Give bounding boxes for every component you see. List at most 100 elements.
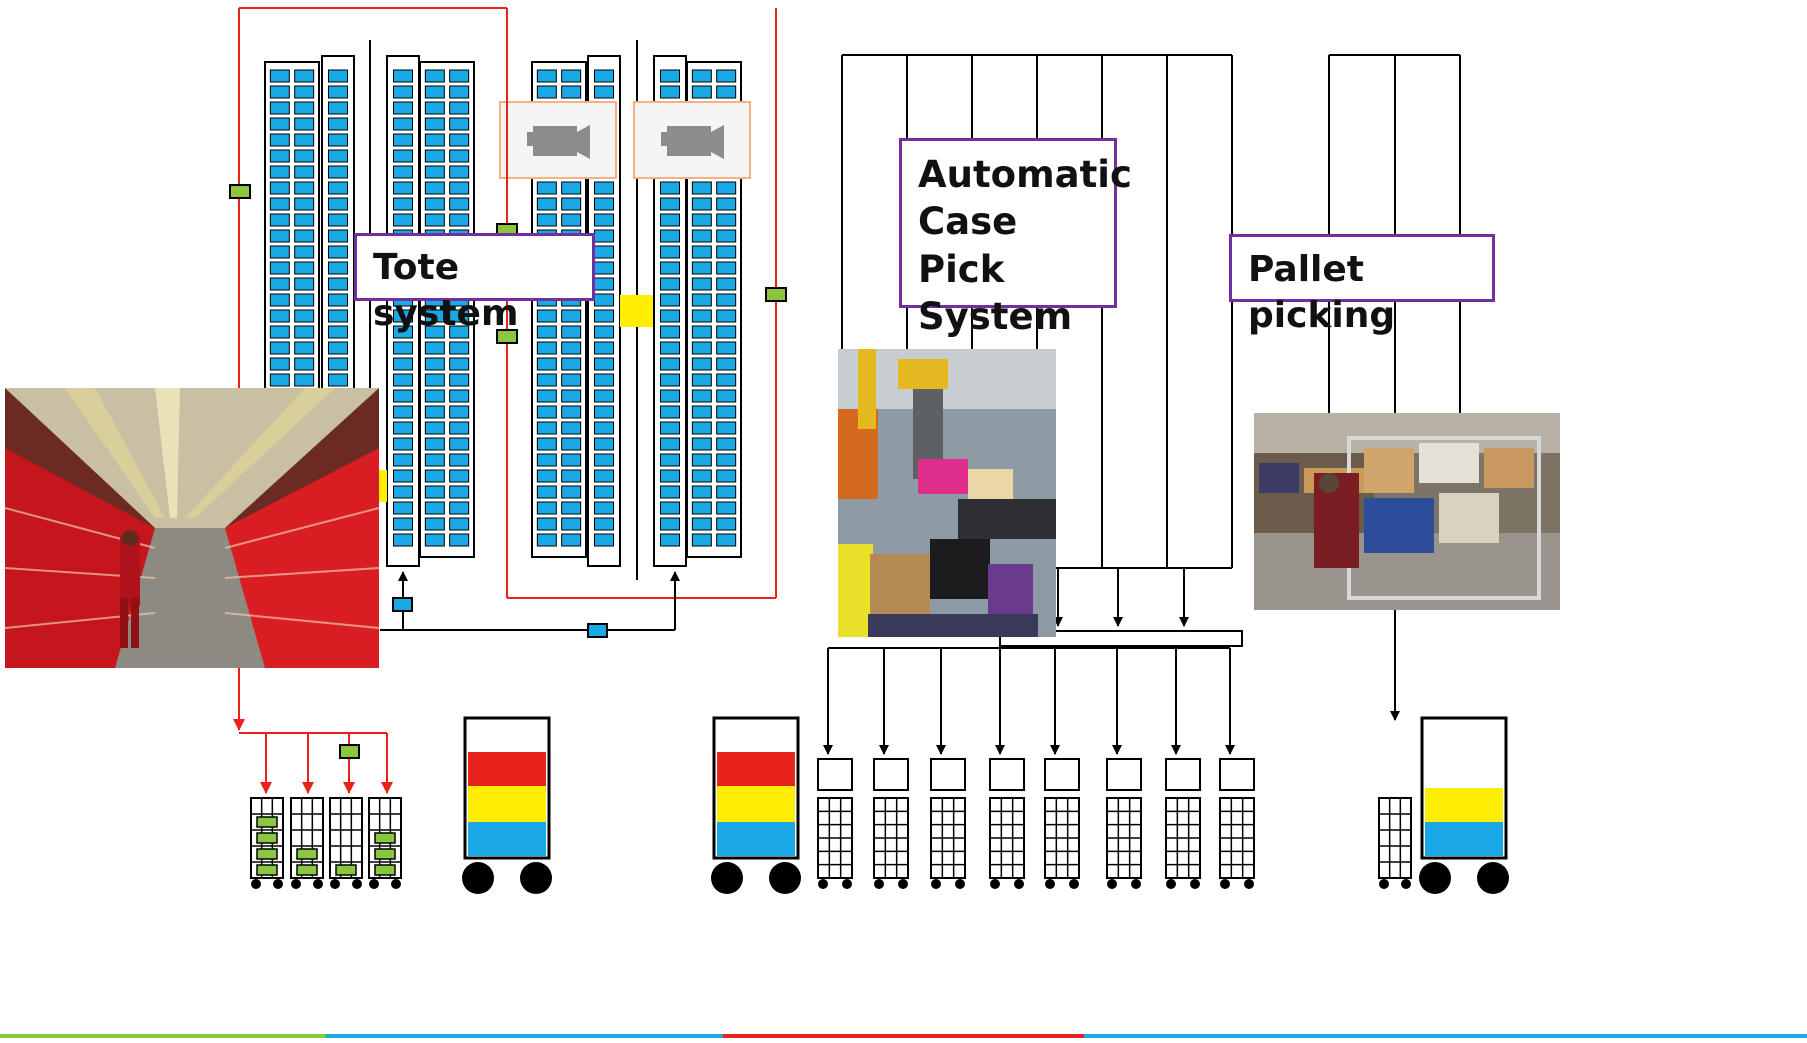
tote-bin (449, 325, 470, 339)
tote-bin (328, 373, 348, 387)
tote-bin (691, 437, 712, 451)
case-sorter-conveyor (999, 630, 1243, 647)
tote-bin (536, 373, 557, 387)
tote-bin (449, 501, 470, 515)
cart-wheel (273, 879, 283, 889)
tote-bin (691, 357, 712, 371)
tote-bin (691, 421, 712, 435)
tote-bin (594, 405, 614, 419)
tote-bin (660, 85, 680, 99)
tote-bin (449, 101, 470, 115)
tote-bin (716, 261, 737, 275)
tote-bin (594, 389, 614, 403)
tote-bin (691, 245, 712, 259)
tote-bin (393, 405, 413, 419)
tote-bin (716, 245, 737, 259)
tote-bin (691, 485, 712, 499)
cart-wheel (1107, 879, 1117, 889)
cart-wheel (1131, 879, 1141, 889)
cart-wheel (391, 879, 401, 889)
camera-lens (577, 125, 590, 159)
tote-bin (393, 373, 413, 387)
tote-bin (393, 357, 413, 371)
camera-icon (661, 125, 724, 159)
tote-bin (393, 501, 413, 515)
tote-bin (561, 469, 582, 483)
tote-in-cart (296, 848, 318, 860)
tote-bin (393, 309, 413, 323)
tote-bin (294, 117, 315, 131)
tote-bin (691, 405, 712, 419)
cart-wheel (1401, 879, 1411, 889)
tote-bin (294, 293, 315, 307)
tote-bin (424, 357, 445, 371)
tote-bin (269, 197, 290, 211)
tote-bin (269, 357, 290, 371)
tote-bin (393, 453, 413, 467)
tote-bin (561, 501, 582, 515)
tote-bin (691, 69, 712, 83)
tote-bin (561, 69, 582, 83)
pallet-picking-trolley-photo (1254, 413, 1560, 610)
tote-bin (393, 101, 413, 115)
tote-bin (594, 341, 614, 355)
tote-bin (536, 405, 557, 419)
tote-bin (536, 69, 557, 83)
tote-bin (660, 405, 680, 419)
tote-bin (716, 341, 737, 355)
case-pick-area (823, 54, 1243, 755)
tote-bin (449, 453, 470, 467)
tote-bin (660, 261, 680, 275)
tote-bin (269, 261, 290, 275)
tote-bin (424, 309, 445, 323)
case-pick-label: Automatic Case Pick System (899, 138, 1132, 338)
tote-bin (691, 389, 712, 403)
tote-bin (716, 517, 737, 531)
tote-bin (561, 85, 582, 99)
tote-bin (691, 181, 712, 195)
tote-bin (716, 309, 737, 323)
tote-bin (536, 533, 557, 547)
tote-bin (328, 277, 348, 291)
tote-bin (328, 293, 348, 307)
camera-body (533, 126, 577, 156)
tote-bin (294, 181, 315, 195)
tote-bin (269, 85, 290, 99)
roll-container-layer (717, 786, 795, 822)
tote-bin (691, 85, 712, 99)
tote-bin (328, 213, 348, 227)
cart-wheel (330, 879, 340, 889)
tote-bin (716, 229, 737, 243)
tote-bin (424, 197, 445, 211)
blue-tote-marker (587, 623, 608, 638)
tote-bin (594, 85, 614, 99)
tote-bin (328, 229, 348, 243)
roll-container-wheel (711, 862, 743, 894)
tote-bin (594, 213, 614, 227)
tote-system-label: Tote system (354, 233, 595, 334)
roll-container-wheel (769, 862, 801, 894)
tote-bin (424, 165, 445, 179)
tote-bin (269, 133, 290, 147)
tote-bin (328, 181, 348, 195)
tote-bin (269, 293, 290, 307)
tote-bin (393, 517, 413, 531)
tote-bin (594, 69, 614, 83)
tote-bin (328, 117, 348, 131)
tote-bin (691, 261, 712, 275)
tote-bin (393, 197, 413, 211)
tote-bin (594, 469, 614, 483)
case-output-cart (873, 797, 909, 889)
tote-bin (269, 213, 290, 227)
tote-bin (561, 453, 582, 467)
green-sensor (229, 184, 251, 199)
tote-bin (328, 261, 348, 275)
cart-wheel (313, 879, 323, 889)
tote-bin (294, 229, 315, 243)
tote-bin (594, 453, 614, 467)
small-cart-1 (250, 797, 284, 889)
cart-wheel (990, 879, 1000, 889)
tote-bin (716, 485, 737, 499)
tote-bin (269, 101, 290, 115)
cart-wheel (1014, 879, 1024, 889)
